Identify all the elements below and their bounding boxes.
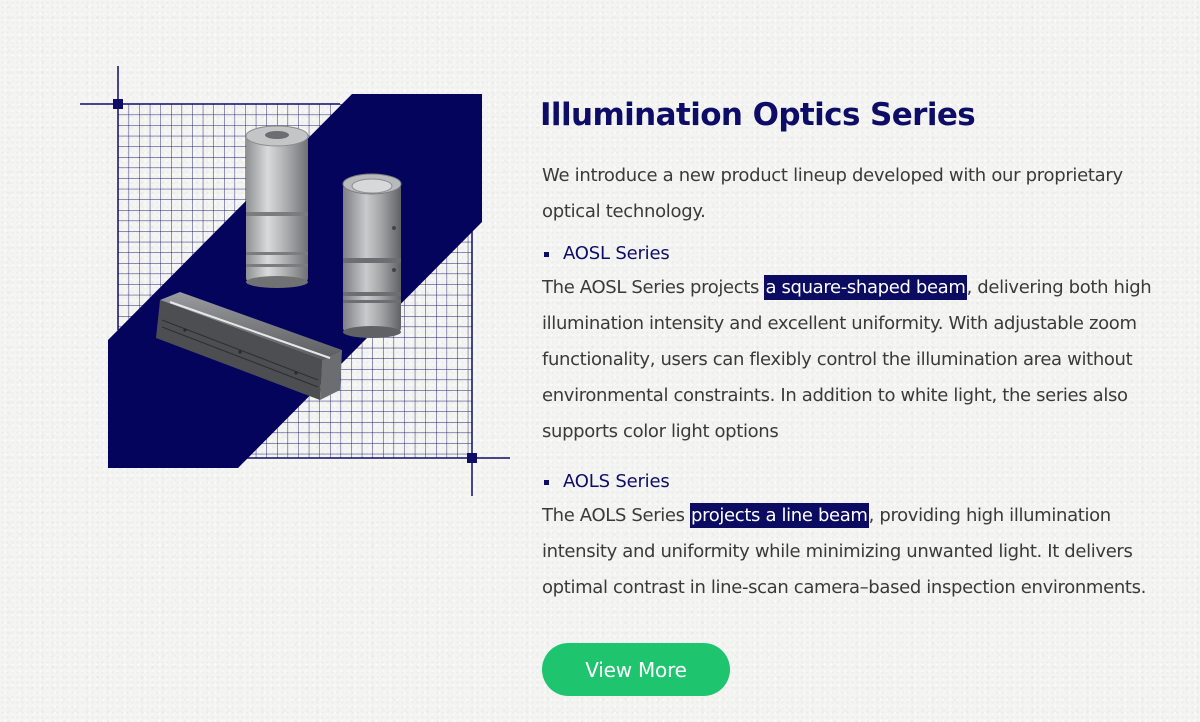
cylinder-lens-large xyxy=(245,125,309,288)
desc-text: , delivering both high illumination inte… xyxy=(542,277,1152,442)
intro-text: We introduce a new product lineup develo… xyxy=(542,165,1123,222)
crosshair-bottom-square xyxy=(467,453,477,463)
bullet-icon xyxy=(544,251,549,257)
line-bar-light xyxy=(156,292,342,400)
bullet-icon xyxy=(544,479,549,485)
series-title: AOSL Series xyxy=(542,240,1182,268)
series-description: The AOLS Series projects a line beam, pr… xyxy=(542,498,1182,606)
product-illustration xyxy=(80,66,510,496)
desc-text: , providing high illumination intensity … xyxy=(542,505,1146,598)
section-title: Illumination Optics Series xyxy=(540,97,976,133)
cylinder-lens-small xyxy=(342,173,402,338)
series-name: AOSL Series xyxy=(563,243,670,264)
view-more-button[interactable]: View More xyxy=(542,643,730,696)
desc-text: The AOSL Series projects xyxy=(542,277,765,298)
highlight-text: a square-shaped beam xyxy=(764,275,967,300)
series-name: AOLS Series xyxy=(563,471,670,492)
series-aols: AOLS Series The AOLS Series projects a l… xyxy=(542,468,1182,606)
highlight-text: projects a line beam xyxy=(690,503,869,528)
crosshair-top-square xyxy=(113,99,123,109)
desc-text: The AOLS Series xyxy=(542,505,691,526)
series-title: AOLS Series xyxy=(542,468,1182,496)
content-section: Illumination Optics Series We introduce … xyxy=(540,94,1182,606)
series-aosl: AOSL Series The AOSL Series projects a s… xyxy=(542,240,1182,450)
series-description: The AOSL Series projects a square-shaped… xyxy=(542,270,1182,450)
